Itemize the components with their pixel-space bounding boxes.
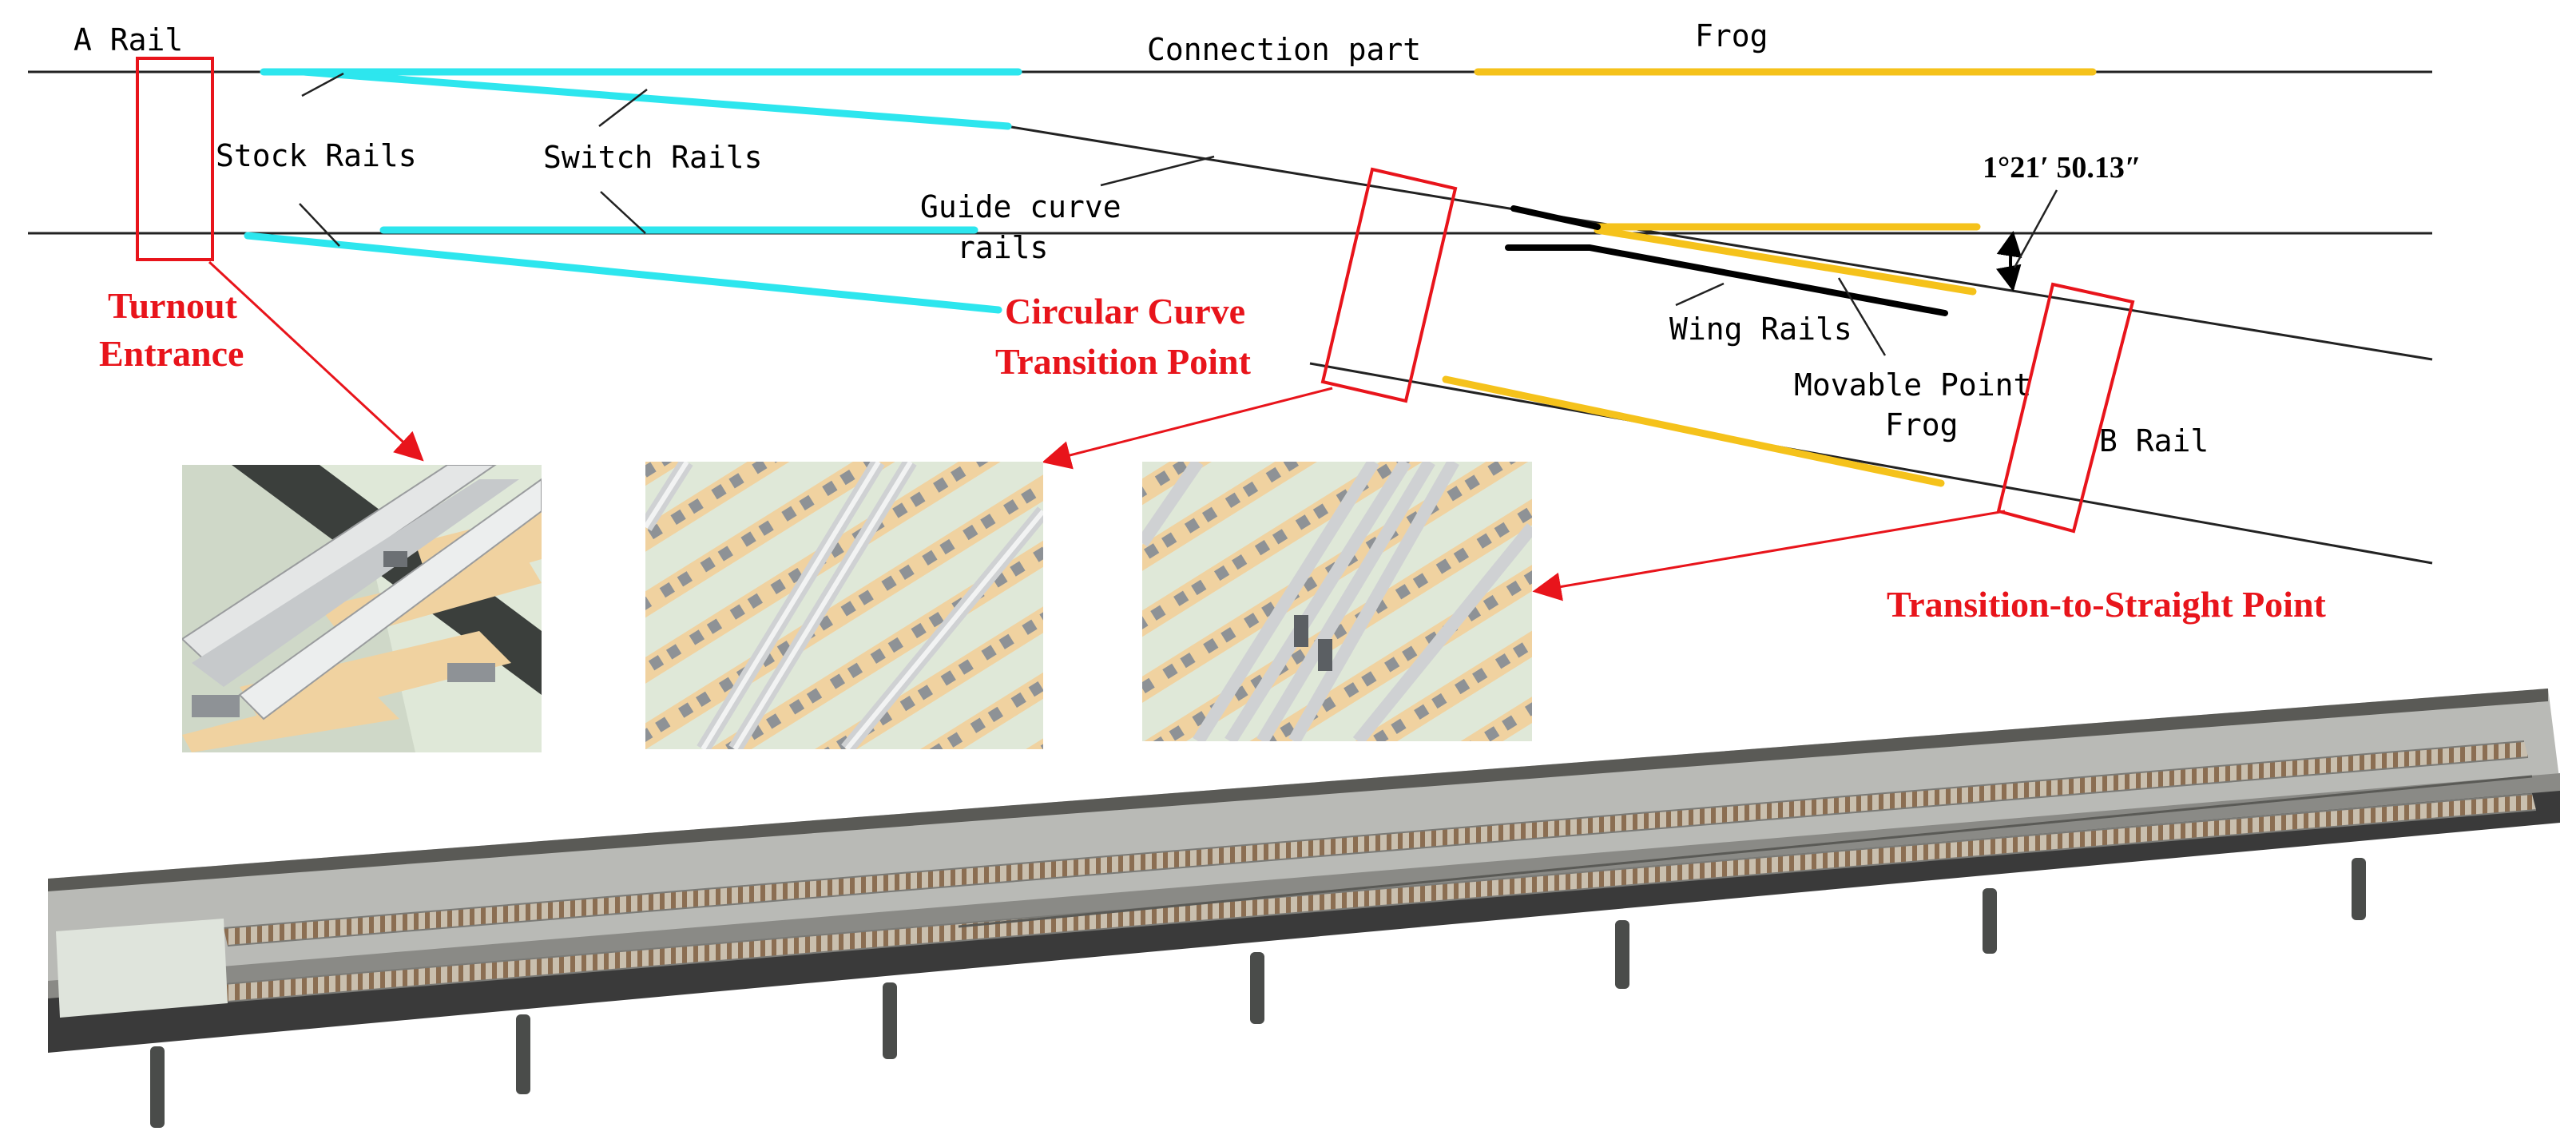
label-connection-part: Connection part	[1147, 32, 1421, 67]
label-b-rail: B Rail	[2099, 423, 2209, 458]
box-circular-curve	[1320, 167, 1458, 403]
diverging-line-lower	[1309, 362, 2433, 565]
label-movable-2: Frog	[1885, 407, 1959, 443]
leader-stock-bottom	[299, 203, 340, 247]
box-turnout-entrance	[136, 57, 214, 261]
arrow-straight	[1532, 510, 2006, 601]
detail-image-turnout-entrance	[182, 465, 542, 752]
callout-circular-2: Transition Point	[995, 341, 1252, 382]
label-movable-1: Movable Point	[1794, 367, 2031, 403]
arrow-circular	[1042, 387, 1333, 470]
leader-movable	[1837, 277, 1887, 356]
track-start-area	[56, 919, 228, 1018]
leader-switch-bottom	[600, 191, 646, 234]
label-a-rail: A Rail	[73, 22, 183, 58]
callout-arrows	[208, 260, 2006, 601]
label-guide-curve-1: Guide curve	[920, 189, 1121, 224]
leader-wing	[1675, 282, 1725, 307]
label-angle: 1°21′ 50.13″	[1983, 151, 2141, 185]
angle-arc	[1995, 230, 2022, 292]
parapet-far	[48, 689, 2548, 891]
closure-lower-rail	[1442, 375, 1945, 487]
wing-rail-lower	[1505, 244, 1948, 316]
label-frog: Frog	[1695, 18, 1768, 54]
arrow-turnout	[208, 260, 424, 462]
piers	[150, 858, 2366, 1128]
viaduct-3d-model	[48, 689, 2560, 1128]
detail-image-transition-straight	[1142, 462, 1532, 741]
track-left	[224, 741, 2528, 946]
frog-rails-group	[1442, 68, 2097, 487]
callout-turnout-1: Turnout	[108, 285, 238, 326]
label-guide-curve-2: rails	[957, 230, 1048, 265]
wing-rail-upper	[1510, 205, 1601, 230]
label-wing-rails: Wing Rails	[1669, 312, 1852, 347]
label-stock-rails: Stock Rails	[216, 138, 417, 173]
angle-indicator	[1995, 189, 2058, 292]
switch-rail-top-curve	[300, 68, 1012, 130]
track-right	[224, 794, 2536, 1002]
switch-rails-group	[244, 68, 1022, 314]
callout-circular-1: Circular Curve	[1005, 291, 1245, 331]
leader-lines	[299, 72, 1887, 356]
detail-image-circular-curve	[645, 462, 1043, 749]
angle-leader	[2013, 189, 2058, 268]
label-switch-rails: Switch Rails	[543, 140, 763, 175]
wing-rails-group	[1505, 205, 1948, 316]
switch-rail-bottom-curve	[244, 232, 1002, 314]
callout-turnout-2: Entrance	[99, 333, 244, 374]
highlight-boxes	[136, 57, 2135, 534]
parapet-near	[48, 773, 2560, 998]
callout-straight: Transition-to-Straight Point	[1887, 584, 2327, 625]
leader-stock-top	[301, 72, 344, 97]
leader-switch-top	[598, 89, 648, 127]
diverging-line-upper	[1006, 125, 2433, 361]
leader-guide-curve	[1100, 155, 1215, 187]
box-transition-straight	[1996, 282, 2135, 534]
frog-diverging-rail	[1594, 226, 1977, 296]
